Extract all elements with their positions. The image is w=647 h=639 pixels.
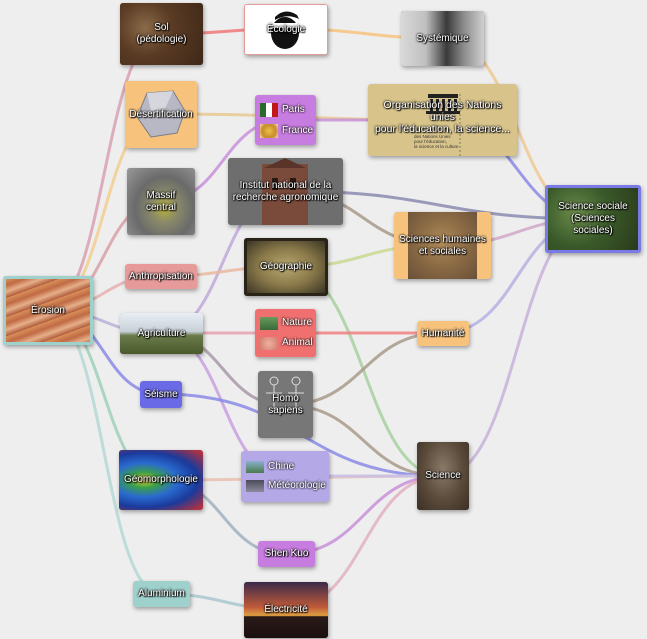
node-massif-central-label: Massif central bbox=[145, 189, 176, 213]
sunset-powerlines-image bbox=[244, 582, 328, 638]
meteorologie-thumbnail-icon bbox=[246, 480, 264, 492]
node-ecologie[interactable]: Écologie bbox=[244, 4, 328, 55]
tile-nature[interactable]: Nature bbox=[260, 316, 313, 330]
node-electricite-label: Électricité bbox=[264, 604, 308, 615]
node-geographie[interactable]: Géographie bbox=[244, 238, 328, 296]
node-erosion[interactable]: Érosion bbox=[3, 276, 93, 345]
node-unesco-label: Organisation des Nations unies pour l'éd… bbox=[374, 99, 511, 135]
building-image bbox=[228, 158, 343, 225]
moor-head-flag-image bbox=[245, 5, 327, 54]
node-inra-label: Institut national de la recherche agrono… bbox=[232, 179, 339, 203]
tile-animal[interactable]: Animal bbox=[260, 336, 313, 350]
tile-chine[interactable]: Chine bbox=[246, 461, 294, 473]
node-agriculture[interactable]: Agriculture bbox=[120, 313, 203, 354]
node-geomorphologie-label: Géomorphologie bbox=[124, 474, 198, 485]
node-humanite[interactable]: Humanité bbox=[417, 321, 469, 346]
node-shen-kuo[interactable]: Shen Kuo bbox=[258, 541, 315, 567]
node-unesco[interactable]: Organisation des Nations unies pour l'éd… bbox=[368, 84, 517, 156]
node-seisme-label: Séisme bbox=[144, 388, 178, 400]
node-erosion-label: Érosion bbox=[31, 304, 65, 316]
node-humanite-label: Humanité bbox=[421, 327, 465, 339]
node-electricite[interactable]: Électricité bbox=[244, 582, 328, 638]
node-ecologie-label: Écologie bbox=[266, 23, 306, 35]
node-chine-meteorologie[interactable]: Chine Météorologie bbox=[241, 451, 329, 502]
tile-paris-label: Paris bbox=[282, 103, 305, 115]
topography-map-image bbox=[119, 450, 203, 510]
sol-image bbox=[120, 3, 203, 65]
node-aluminium[interactable]: Aluminium bbox=[133, 581, 190, 607]
node-science-label: Science bbox=[425, 470, 461, 481]
node-systemique[interactable]: Systémique bbox=[401, 11, 484, 66]
node-geomorphologie[interactable]: Géomorphologie bbox=[119, 450, 203, 510]
tile-paris[interactable]: Paris bbox=[260, 102, 305, 117]
france-emblem-icon bbox=[260, 123, 278, 138]
node-science[interactable]: Science bbox=[417, 442, 469, 510]
tile-chine-label: Chine bbox=[268, 461, 295, 472]
node-nature-animal[interactable]: Nature Animal bbox=[255, 309, 316, 357]
statue-image bbox=[417, 442, 469, 510]
node-massif-central[interactable]: Massif central bbox=[127, 168, 195, 235]
node-anthropisation[interactable]: Anthropisation bbox=[125, 264, 197, 289]
tile-meteorologie-label: Météorologie bbox=[268, 480, 326, 491]
node-sciences-humaines-label: Sciences humaines et sociales bbox=[399, 233, 486, 257]
unesco-caption: des Nations Unies pour l'éducation, la s… bbox=[414, 134, 459, 149]
tile-nature-label: Nature bbox=[282, 317, 313, 328]
node-sol-label: Sol (pédologie) bbox=[136, 22, 187, 45]
portrait-image bbox=[401, 11, 484, 66]
rock-formation-image bbox=[6, 279, 90, 342]
tile-france[interactable]: France bbox=[260, 123, 314, 138]
node-science-sociale[interactable]: Science sociale (Sciences sociales) bbox=[545, 185, 641, 253]
node-geographie-label: Géographie bbox=[259, 261, 313, 272]
node-desertification[interactable]: Désertification bbox=[125, 81, 197, 148]
rhombicuboctahedron-image bbox=[125, 81, 197, 148]
node-sol[interactable]: Sol (pédologie) bbox=[120, 3, 203, 65]
node-shen-kuo-label: Shen Kuo bbox=[264, 548, 309, 559]
chine-thumbnail-icon bbox=[246, 461, 264, 473]
node-anthropisation-label: Anthropisation bbox=[129, 270, 193, 282]
node-inra[interactable]: Institut national de la recherche agrono… bbox=[228, 158, 343, 225]
leaves-image bbox=[548, 188, 638, 250]
node-agriculture-label: Agriculture bbox=[137, 327, 186, 339]
unesco-logo-image bbox=[368, 84, 517, 156]
tile-meteorologie[interactable]: Météorologie bbox=[246, 480, 326, 492]
node-sciences-humaines[interactable]: Sciences humaines et sociales bbox=[394, 212, 491, 279]
tractor-field-image bbox=[120, 313, 203, 354]
relief-map-image bbox=[127, 168, 195, 235]
nature-thumbnail-icon bbox=[260, 316, 278, 330]
tile-france-label: France bbox=[282, 124, 314, 136]
node-homo-sapiens[interactable]: Homo sapiens bbox=[258, 371, 313, 438]
node-systemique-label: Systémique bbox=[416, 32, 469, 44]
old-map-image bbox=[244, 238, 328, 296]
human-figures-image bbox=[258, 371, 313, 438]
node-desertification-label: Désertification bbox=[129, 108, 193, 120]
node-aluminium-label: Aluminium bbox=[138, 588, 185, 599]
animal-thumbnail-icon bbox=[260, 336, 278, 350]
node-science-sociale-label: Science sociale (Sciences sociales) bbox=[558, 201, 628, 236]
node-paris-france[interactable]: Paris France bbox=[255, 95, 316, 145]
paris-flag-icon bbox=[260, 102, 278, 117]
cave-painting-image bbox=[408, 212, 477, 279]
tile-animal-label: Animal bbox=[282, 337, 313, 348]
node-homo-sapiens-label: Homo sapiens bbox=[268, 392, 303, 416]
node-seisme[interactable]: Séisme bbox=[140, 381, 182, 408]
